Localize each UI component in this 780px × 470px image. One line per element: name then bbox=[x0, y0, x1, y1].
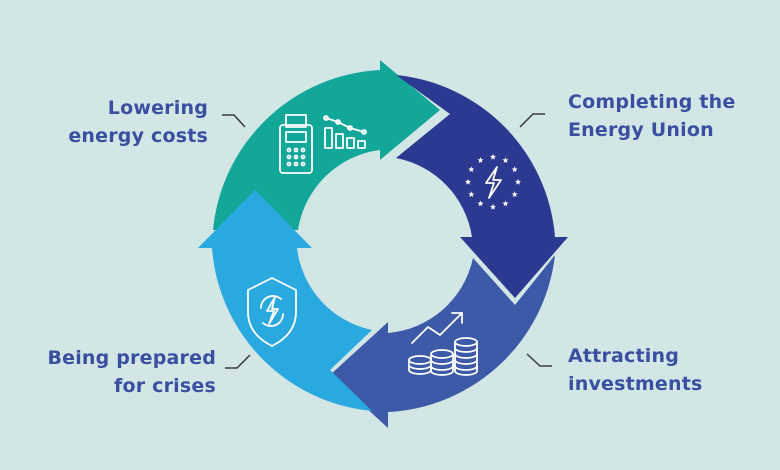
eu-star-icon bbox=[502, 157, 509, 163]
segment-lowering-energy-costs bbox=[213, 60, 440, 230]
eu-star-icon bbox=[511, 191, 518, 198]
eu-star-icon bbox=[489, 153, 497, 160]
connector-line bbox=[225, 354, 251, 369]
eu-star-icon bbox=[468, 191, 475, 198]
coin-stacks-rising-arrow-icon bbox=[408, 312, 478, 376]
label-line: Being prepared bbox=[47, 347, 216, 369]
shield-lightning-icon bbox=[247, 277, 297, 347]
label-line: Lowering bbox=[107, 97, 208, 119]
label-line: energy costs bbox=[68, 125, 208, 147]
label-line: Energy Union bbox=[568, 119, 714, 141]
label-line: Completing the bbox=[568, 91, 736, 113]
label-lowering-energy-costs: Lowering energy costs bbox=[40, 94, 208, 150]
eu-star-icon bbox=[477, 200, 484, 207]
label-attracting-investments: Attracting investments bbox=[568, 342, 768, 398]
label-being-prepared-for-crises: Being prepared for crises bbox=[20, 344, 216, 400]
eu-star-icon bbox=[489, 203, 497, 210]
eu-star-icon bbox=[468, 166, 475, 173]
connector-line bbox=[526, 353, 552, 367]
label-line: investments bbox=[568, 373, 703, 395]
eu-star-icon bbox=[514, 178, 522, 185]
label-line: Attracting bbox=[568, 345, 680, 367]
segment-being-prepared-for-crises bbox=[198, 190, 372, 411]
eu-star-icon bbox=[477, 157, 484, 163]
connector-line bbox=[519, 113, 545, 128]
eu-star-icon bbox=[511, 166, 518, 173]
eu-star-icon bbox=[464, 178, 472, 185]
segment-completing-energy-union bbox=[396, 75, 568, 298]
eu-star-icon bbox=[502, 200, 509, 207]
segment-attracting-investments bbox=[330, 255, 555, 428]
eu-stars-lightning-icon bbox=[464, 153, 522, 210]
label-line: for crises bbox=[114, 375, 216, 397]
payment-terminal-and-declining-chart-icon bbox=[279, 114, 367, 174]
connector-line bbox=[222, 114, 246, 128]
label-completing-energy-union: Completing the Energy Union bbox=[568, 88, 768, 144]
